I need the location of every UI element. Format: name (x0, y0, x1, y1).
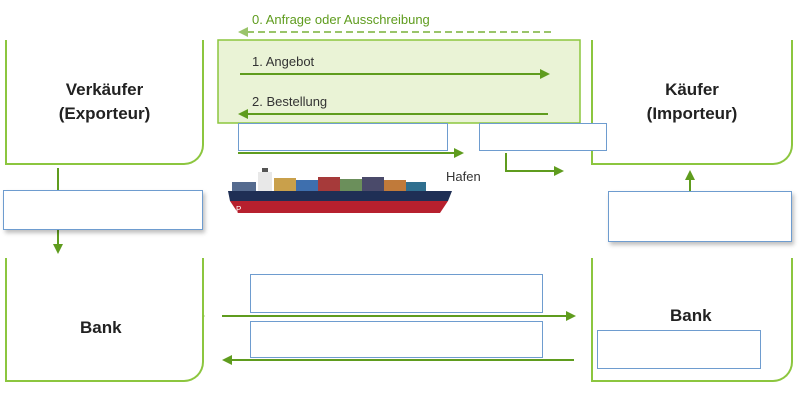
blank-box-buyer-bank[interactable] (597, 330, 761, 369)
blank-box-shipping[interactable] (238, 123, 448, 151)
buyer-title: Käufer (665, 79, 719, 99)
seller-subtitle: (Exporteur) (58, 103, 151, 123)
port-label: Hafen (446, 169, 481, 184)
step1-label: 1. Angebot (252, 54, 315, 69)
step2-label: 2. Bestellung (252, 94, 328, 109)
buyer-bank-label: Bank (670, 306, 712, 325)
blank-box-bank-transfer-2[interactable] (250, 321, 543, 358)
steps-panel (217, 39, 581, 124)
step0-label: 0. Anfrage oder Ausschreibung (252, 12, 430, 27)
seller-title: Verkäufer (65, 79, 144, 99)
container-ship-icon: P (228, 168, 452, 214)
buyer-box: Käufer (Importeur) (591, 40, 793, 165)
blank-box-port[interactable] (479, 123, 607, 151)
blank-box-buyer-side[interactable] (608, 191, 792, 242)
arrow-port-out (505, 153, 564, 176)
buyer-subtitle: (Importeur) (646, 103, 738, 123)
svg-text:P: P (236, 205, 241, 214)
blank-box-bank-transfer-1[interactable] (250, 274, 543, 313)
seller-bank-box (5, 258, 204, 382)
blank-box-seller-side[interactable] (3, 190, 203, 230)
seller-box: Verkäufer (Exporteur) (5, 40, 204, 165)
seller-bank-label: Bank (80, 318, 122, 337)
